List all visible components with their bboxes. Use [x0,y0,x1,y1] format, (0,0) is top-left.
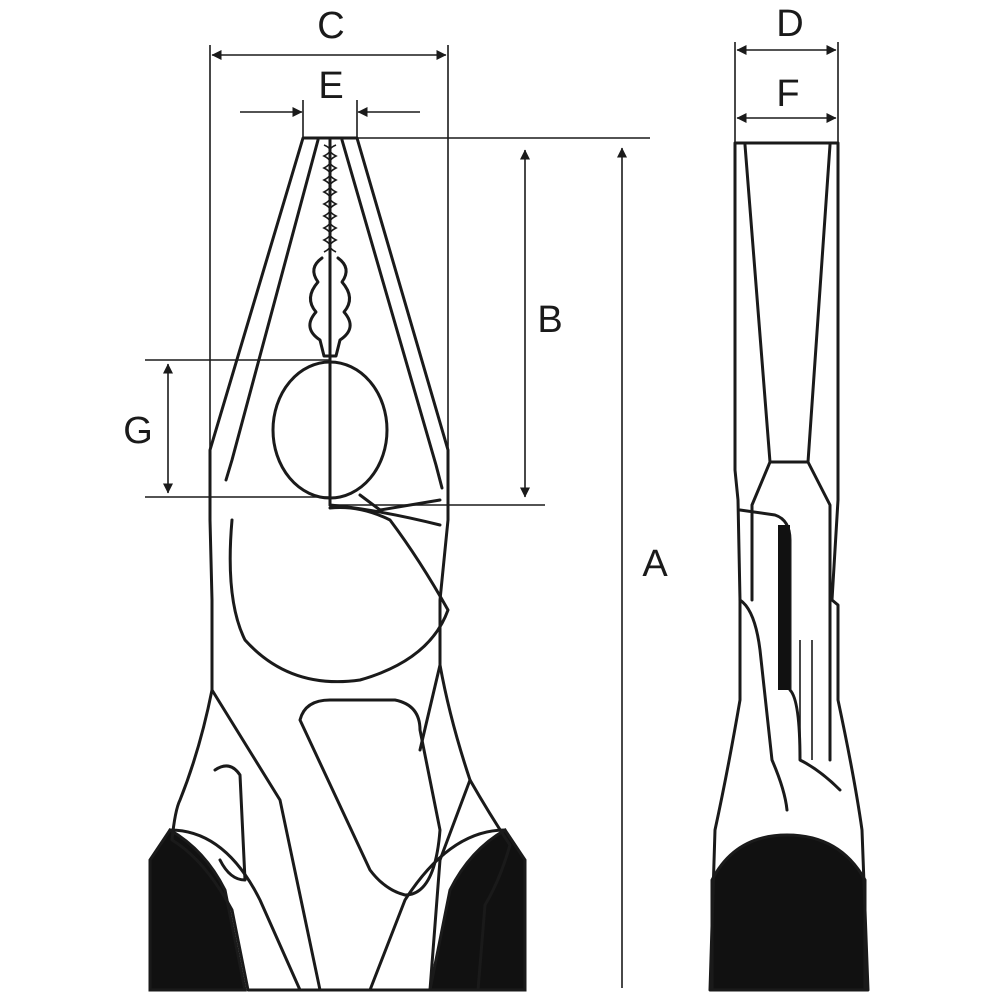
side-jaw-taper [743,143,832,464]
side-joint [750,460,832,652]
cutter-oval [271,360,389,500]
pliers-outline [170,136,512,992]
label-f: F [776,73,799,115]
side-grip [710,833,867,992]
handle-right-strip [418,663,472,992]
front-view [148,136,527,992]
handle-left-strip [210,688,322,992]
handle-window-right [298,698,442,897]
cutter-edge [328,493,442,527]
label-c: C [317,5,344,47]
side-inner-lines [799,640,813,760]
left-grip [148,828,247,992]
label-a: A [642,543,668,585]
side-outline [708,141,870,992]
label-g: G [123,410,153,452]
pivot-circle [228,506,450,684]
handle-left-cavity [213,764,247,882]
side-view [708,141,870,992]
side-joint-block [738,508,842,792]
handle-cross-strip [168,828,507,992]
side-pivot-shadow [778,525,790,690]
front-dimensions: C E B G A [123,5,668,988]
label-b: B [537,299,562,341]
side-dimensions: D F [734,3,839,143]
label-d: D [776,3,803,45]
right-jaw-inner [340,138,444,490]
side-lower-lines [738,598,832,812]
label-e: E [318,65,343,107]
wavy-grip-section [308,256,352,358]
left-jaw-inner [224,138,320,482]
